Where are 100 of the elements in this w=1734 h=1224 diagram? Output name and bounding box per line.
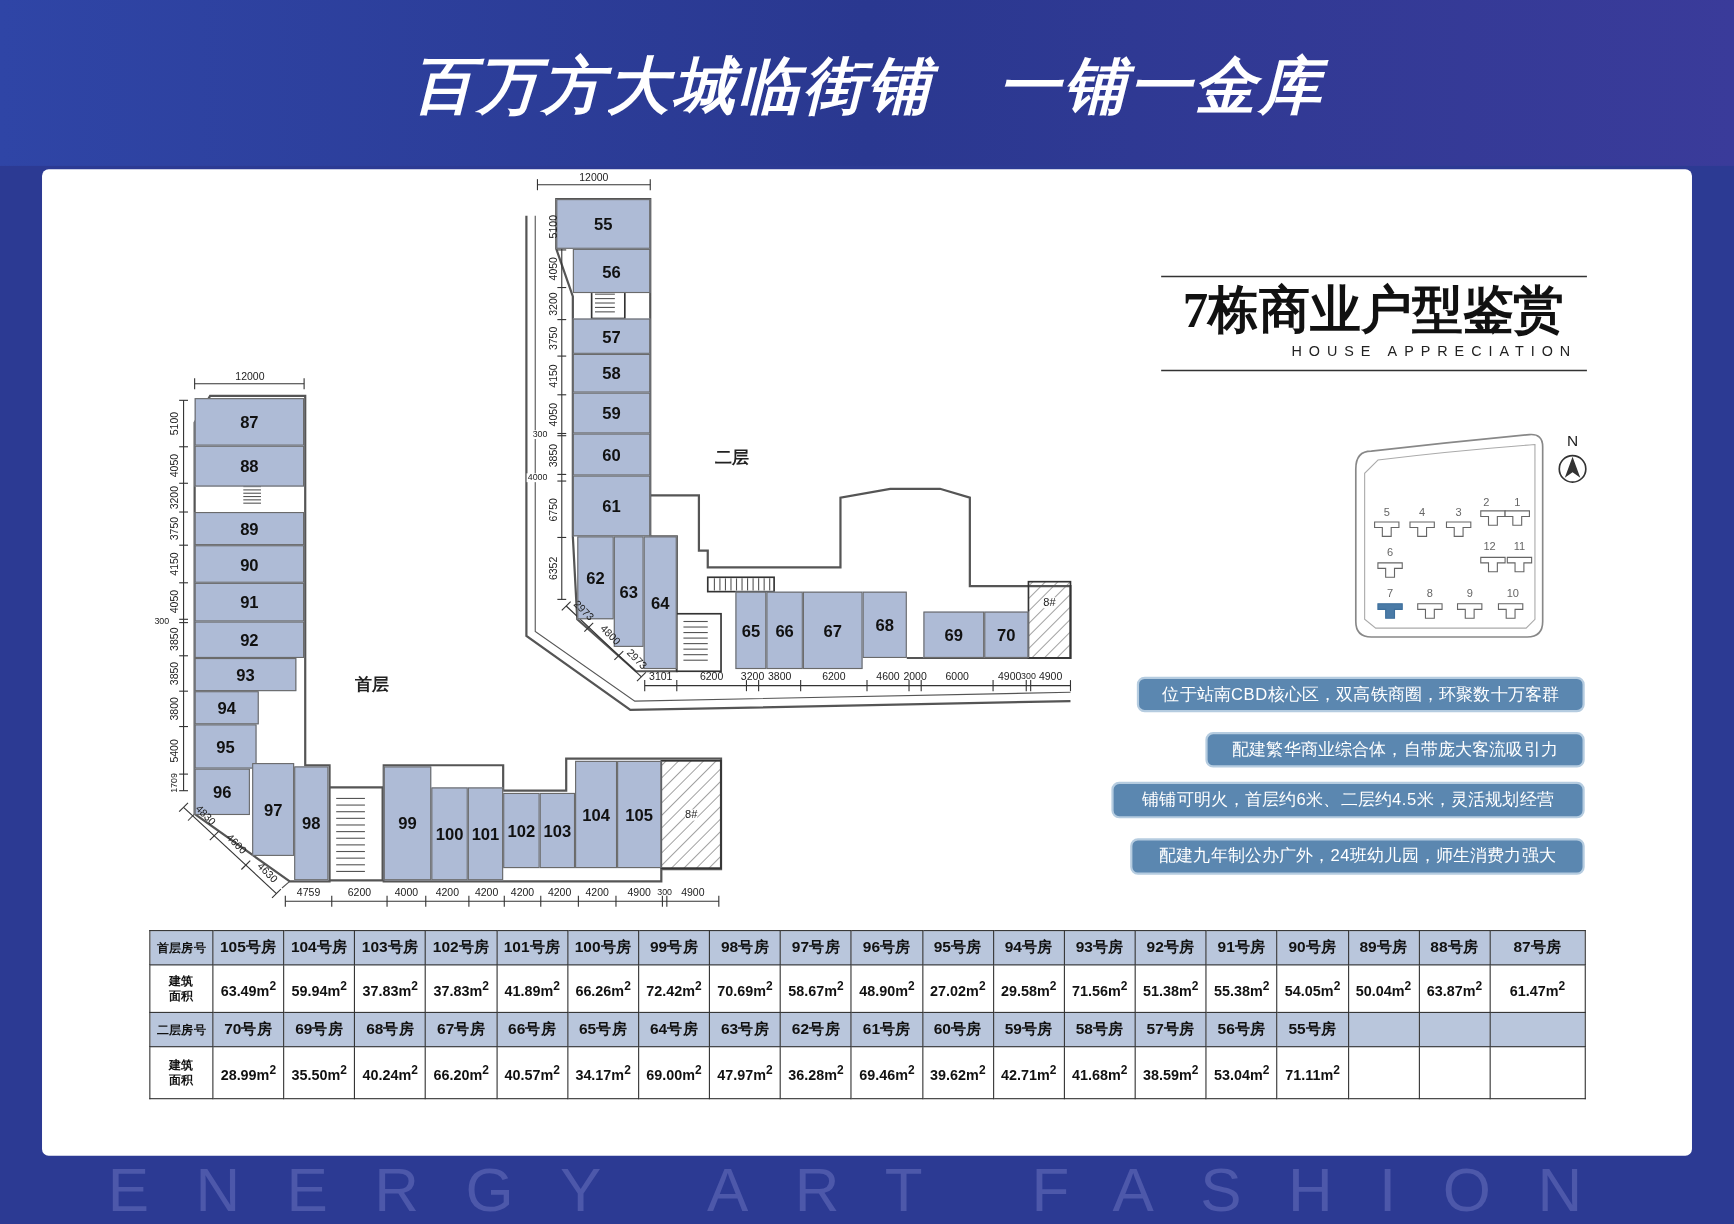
building-number: 5 xyxy=(1383,507,1390,519)
dimension-text: 300 xyxy=(531,430,549,440)
dimension-text: 6352 xyxy=(547,556,559,581)
table-cell: 53.04m$^{2}$ xyxy=(1206,1046,1278,1099)
dimension-text: 4900 xyxy=(681,887,705,898)
building-number: 6 xyxy=(1387,547,1394,559)
room-unit: 103 xyxy=(539,792,576,869)
table-cell: 66号房 xyxy=(496,1012,568,1047)
table-cell: 72.42m$^{2}$ xyxy=(638,964,710,1013)
table-cell: 57号房 xyxy=(1135,1012,1207,1047)
dimension-text: 2000 xyxy=(903,671,927,683)
table-cell: 71.11m$^{2}$ xyxy=(1277,1046,1349,1099)
room-unit: 92 xyxy=(194,621,305,658)
room-unit: 105 xyxy=(617,760,662,869)
dimension-text: 3850 xyxy=(169,627,180,651)
table-cell: 35.50m$^{2}$ xyxy=(283,1046,355,1099)
table-cell: 41.68m$^{2}$ xyxy=(1064,1046,1136,1099)
room-unit: 88 xyxy=(194,445,305,487)
table-cell: 104号房 xyxy=(283,930,355,965)
room-unit: 100 xyxy=(431,787,468,881)
table-cell: 40.24m$^{2}$ xyxy=(354,1046,426,1099)
dimension-text: 4200 xyxy=(435,887,459,898)
room-unit: 67 xyxy=(802,591,863,670)
table-cell: 93号房 xyxy=(1064,930,1136,965)
dimension-text: 3101 xyxy=(649,671,673,683)
table-cell: 55号房 xyxy=(1277,1012,1349,1047)
table-cell: 47.97m$^{2}$ xyxy=(709,1046,781,1099)
dimension-text: 300 xyxy=(153,616,171,626)
dimension-text: 4200 xyxy=(474,887,499,898)
room-unit: 101 xyxy=(467,787,504,881)
table-cell: 69.46m$^{2}$ xyxy=(851,1046,923,1099)
table-cell: 102号房 xyxy=(425,930,497,965)
room-unit: 87 xyxy=(194,398,305,446)
table-cell: 66.26m$^{2}$ xyxy=(567,964,639,1013)
floor-label: 首层 xyxy=(355,675,389,692)
table-cell: 94号房 xyxy=(993,930,1065,965)
dimension-text: 6750 xyxy=(547,497,559,521)
dimension-text: 4050 xyxy=(547,257,559,281)
room-unit: 91 xyxy=(194,582,305,622)
table-cell: 70号房 xyxy=(212,1012,284,1047)
table-cell: 28.99m$^{2}$ xyxy=(212,1046,284,1099)
dimension-text: 4000 xyxy=(394,887,419,898)
room-unit: 89 xyxy=(194,512,305,546)
table-cell: 68号房 xyxy=(354,1012,426,1047)
table-cell: 87号房 xyxy=(1489,930,1586,965)
building-number: 10 xyxy=(1506,588,1519,600)
dimension-text: 3750 xyxy=(547,326,559,350)
room-unit: 104 xyxy=(575,760,618,869)
table-cell: 50.04m$^{2}$ xyxy=(1348,964,1419,1013)
dimension-text: 4900 xyxy=(627,887,651,898)
dimension-text: 6200 xyxy=(822,671,846,683)
table-cell: 29.58m$^{2}$ xyxy=(993,964,1065,1013)
table-cell: 41.89m$^{2}$ xyxy=(496,964,568,1013)
dimension-text: 4150 xyxy=(169,552,180,576)
dimension-text: 4050 xyxy=(547,402,559,426)
building-number: 9 xyxy=(1466,588,1473,600)
table-cell: 66.20m$^{2}$ xyxy=(425,1046,497,1099)
dimension-text: 3800 xyxy=(767,671,792,683)
dimension-text: 3850 xyxy=(547,443,559,467)
dimension-text: 3750 xyxy=(169,516,180,541)
building-number: 12 xyxy=(1483,540,1496,552)
info-banner: 位于站南CBD核心区，双高铁商圈，环聚数十万客群 xyxy=(1136,676,1585,713)
table-cell: 100号房 xyxy=(567,930,639,965)
table-cell: 70.69m$^{2}$ xyxy=(709,964,781,1013)
room-unit: 99 xyxy=(383,766,432,881)
dimension-text: 3200 xyxy=(547,291,559,316)
room-unit: 59 xyxy=(572,392,651,434)
table-cell: 67号房 xyxy=(425,1012,497,1047)
room-unit: 90 xyxy=(194,545,305,583)
table-cell: 48.90m$^{2}$ xyxy=(851,964,923,1013)
dimension-text: 4000 xyxy=(526,473,549,483)
table-cell: 37.83m$^{2}$ xyxy=(425,964,497,1013)
info-banner: 配建繁华商业综合体，自带庞大客流吸引力 xyxy=(1205,732,1585,768)
building-number: 2 xyxy=(1483,497,1490,509)
building-number: 11 xyxy=(1513,540,1526,552)
table-cell: 63.87m$^{2}$ xyxy=(1419,964,1490,1013)
room-unit: 97 xyxy=(252,763,295,856)
floor-label: 二层 xyxy=(715,448,749,465)
table-cell: 40.57m$^{2}$ xyxy=(496,1046,568,1099)
dimension-text: 4900 xyxy=(997,671,1022,683)
table-cell: 91号房 xyxy=(1206,930,1278,965)
table-cell: 63.49m$^{2}$ xyxy=(212,964,284,1013)
table-cell: 34.17m$^{2}$ xyxy=(567,1046,639,1099)
room-unit: 58 xyxy=(572,353,651,393)
room-unit: 94 xyxy=(194,691,259,725)
table-cell: 92号房 xyxy=(1135,930,1207,965)
table-cell: 65号房 xyxy=(567,1012,639,1047)
table-cell: 95号房 xyxy=(922,930,994,965)
dimension-text: 5100 xyxy=(169,411,180,436)
room-unit: 55 xyxy=(556,199,651,249)
building-number: 3 xyxy=(1455,507,1462,519)
room-unit: 95 xyxy=(194,724,257,769)
header-cell: 首层房号 xyxy=(149,930,213,965)
dimension-text: 6000 xyxy=(945,671,969,683)
room-unit: 61 xyxy=(572,475,651,537)
room-unit: 56 xyxy=(572,248,651,294)
dimension-text: 3200 xyxy=(740,671,765,683)
building-number: 7 xyxy=(1387,588,1394,600)
table-cell: 56号房 xyxy=(1206,1012,1278,1047)
room-unit: 70 xyxy=(984,611,1029,658)
